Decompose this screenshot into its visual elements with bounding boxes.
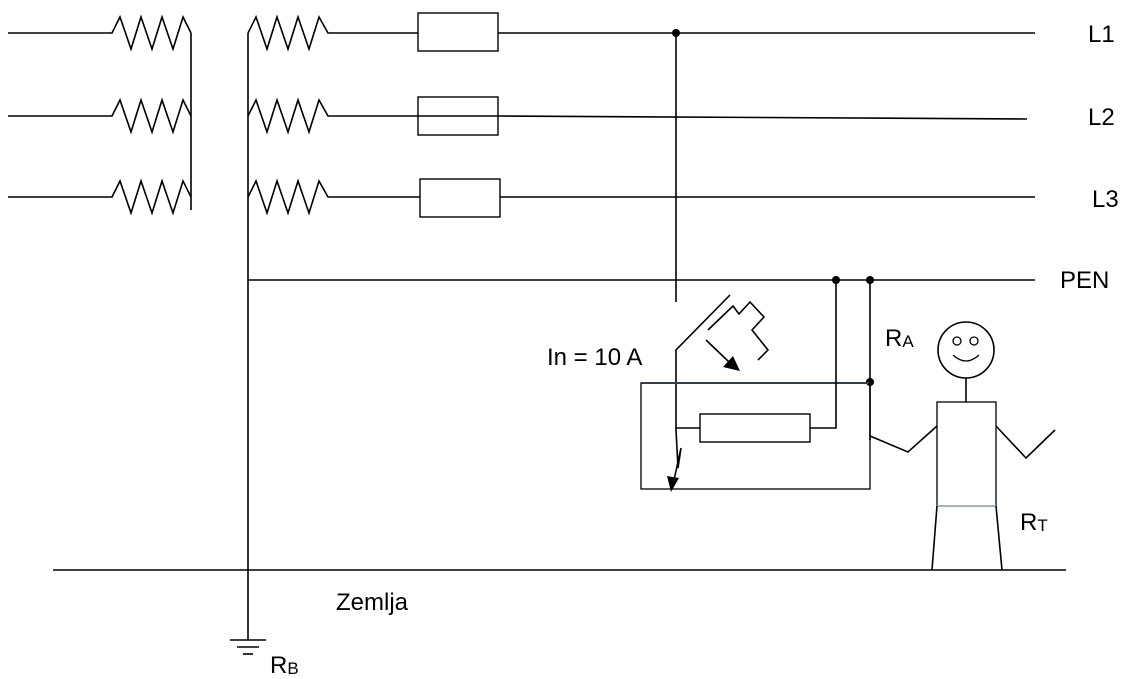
- secondary-coil-1: [247, 14, 418, 52]
- breaker-mechanism: [707, 300, 770, 361]
- person-eye-right: [969, 336, 979, 346]
- secondary-coil-2: [247, 97, 418, 135]
- circuit-breaker: [675, 294, 770, 430]
- person-torso: [936, 401, 997, 507]
- label-l1: L1: [1088, 21, 1115, 48]
- label-ra-main: R: [885, 325, 902, 352]
- label-rt-main: R: [1020, 509, 1037, 536]
- load-wire-right: [810, 280, 837, 429]
- trip-arrow-head: [723, 356, 740, 371]
- person-smile: [952, 354, 980, 362]
- label-rb-main: R: [270, 652, 287, 679]
- transformer-primary: [8, 14, 192, 216]
- primary-coil-3: [8, 178, 192, 216]
- breaker-rating-label: In = 10 A: [547, 344, 642, 371]
- fuse-l1: [417, 12, 499, 52]
- person-arm-left: [869, 425, 938, 453]
- label-rt: RT: [1020, 509, 1048, 536]
- person-legs: [931, 505, 1003, 571]
- label-rb: RB: [270, 652, 299, 679]
- secondary-coil-3: [247, 178, 420, 216]
- primary-coil-2: [8, 97, 192, 135]
- fuse-l3: [419, 178, 501, 218]
- earth-label: Zemlja: [336, 589, 409, 616]
- label-rt-sub: T: [1037, 516, 1047, 535]
- line-l2: [497, 115, 1028, 120]
- fault-lightning: [673, 429, 682, 481]
- person-arm-right: [995, 425, 1056, 460]
- load-resistor: [699, 413, 811, 443]
- label-rb-sub: B: [287, 659, 298, 678]
- person-eye-left: [952, 336, 962, 346]
- label-ra-sub: A: [902, 332, 914, 351]
- label-l3: L3: [1092, 186, 1119, 213]
- breaker-contact: [675, 294, 731, 430]
- trip-arrow-shaft: [705, 339, 730, 363]
- person: [869, 321, 1056, 571]
- primary-coil-1: [8, 14, 192, 52]
- label-ra: RA: [885, 325, 914, 352]
- label-l2: L2: [1088, 104, 1115, 131]
- transformer-secondary: [247, 14, 420, 640]
- person-head: [937, 321, 995, 379]
- fault-arrow-head: [667, 476, 679, 492]
- label-pen: PEN: [1060, 267, 1109, 294]
- ground-symbol: [230, 639, 266, 655]
